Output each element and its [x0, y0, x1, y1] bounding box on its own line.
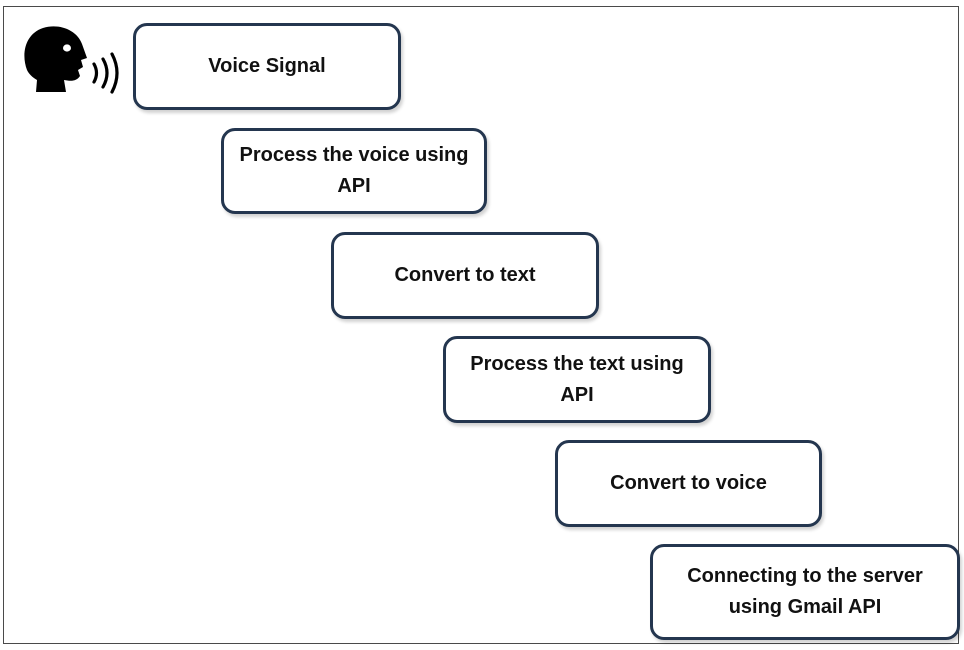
step-process-voice: Process the voice using API [221, 128, 487, 214]
step-label: Convert to voice [610, 472, 767, 494]
step-label: Process the voice using API [239, 144, 469, 197]
step-convert-to-voice: Convert to voice [555, 440, 822, 527]
step-label: Connecting to the server using Gmail API [687, 565, 923, 618]
speaking-head-icon [24, 26, 119, 94]
diagram-frame [3, 6, 959, 644]
step-convert-to-text: Convert to text [331, 232, 599, 319]
step-connect-server: Connecting to the server using Gmail API [650, 544, 960, 640]
step-label: Process the text using API [470, 352, 684, 406]
step-voice-signal: Voice Signal [133, 23, 401, 110]
step-label: Voice Signal [208, 55, 326, 77]
step-process-text: Process the text using API [443, 336, 711, 423]
step-label: Convert to text [394, 264, 536, 286]
